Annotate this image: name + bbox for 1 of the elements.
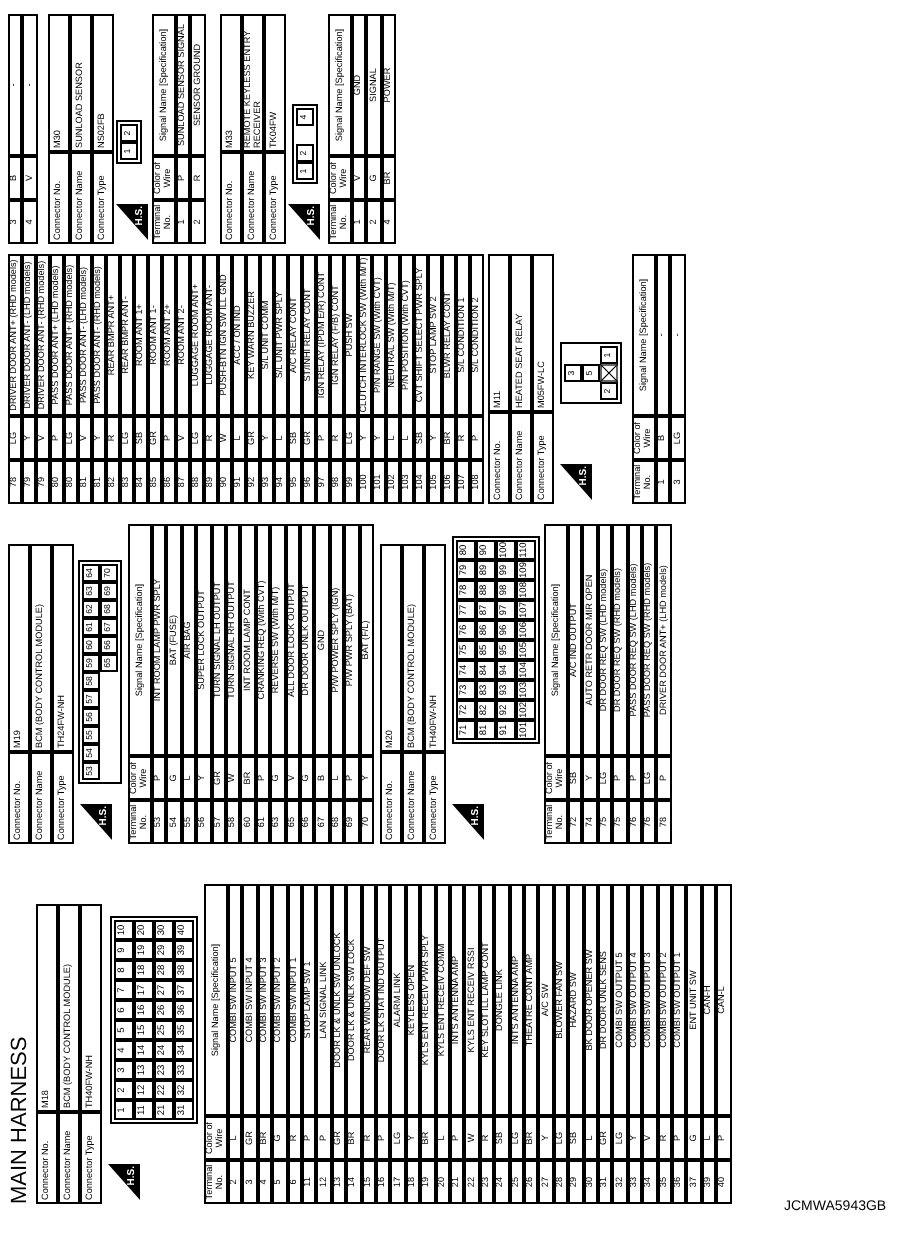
page-title: MAIN HARNESS — [8, 1036, 32, 1204]
